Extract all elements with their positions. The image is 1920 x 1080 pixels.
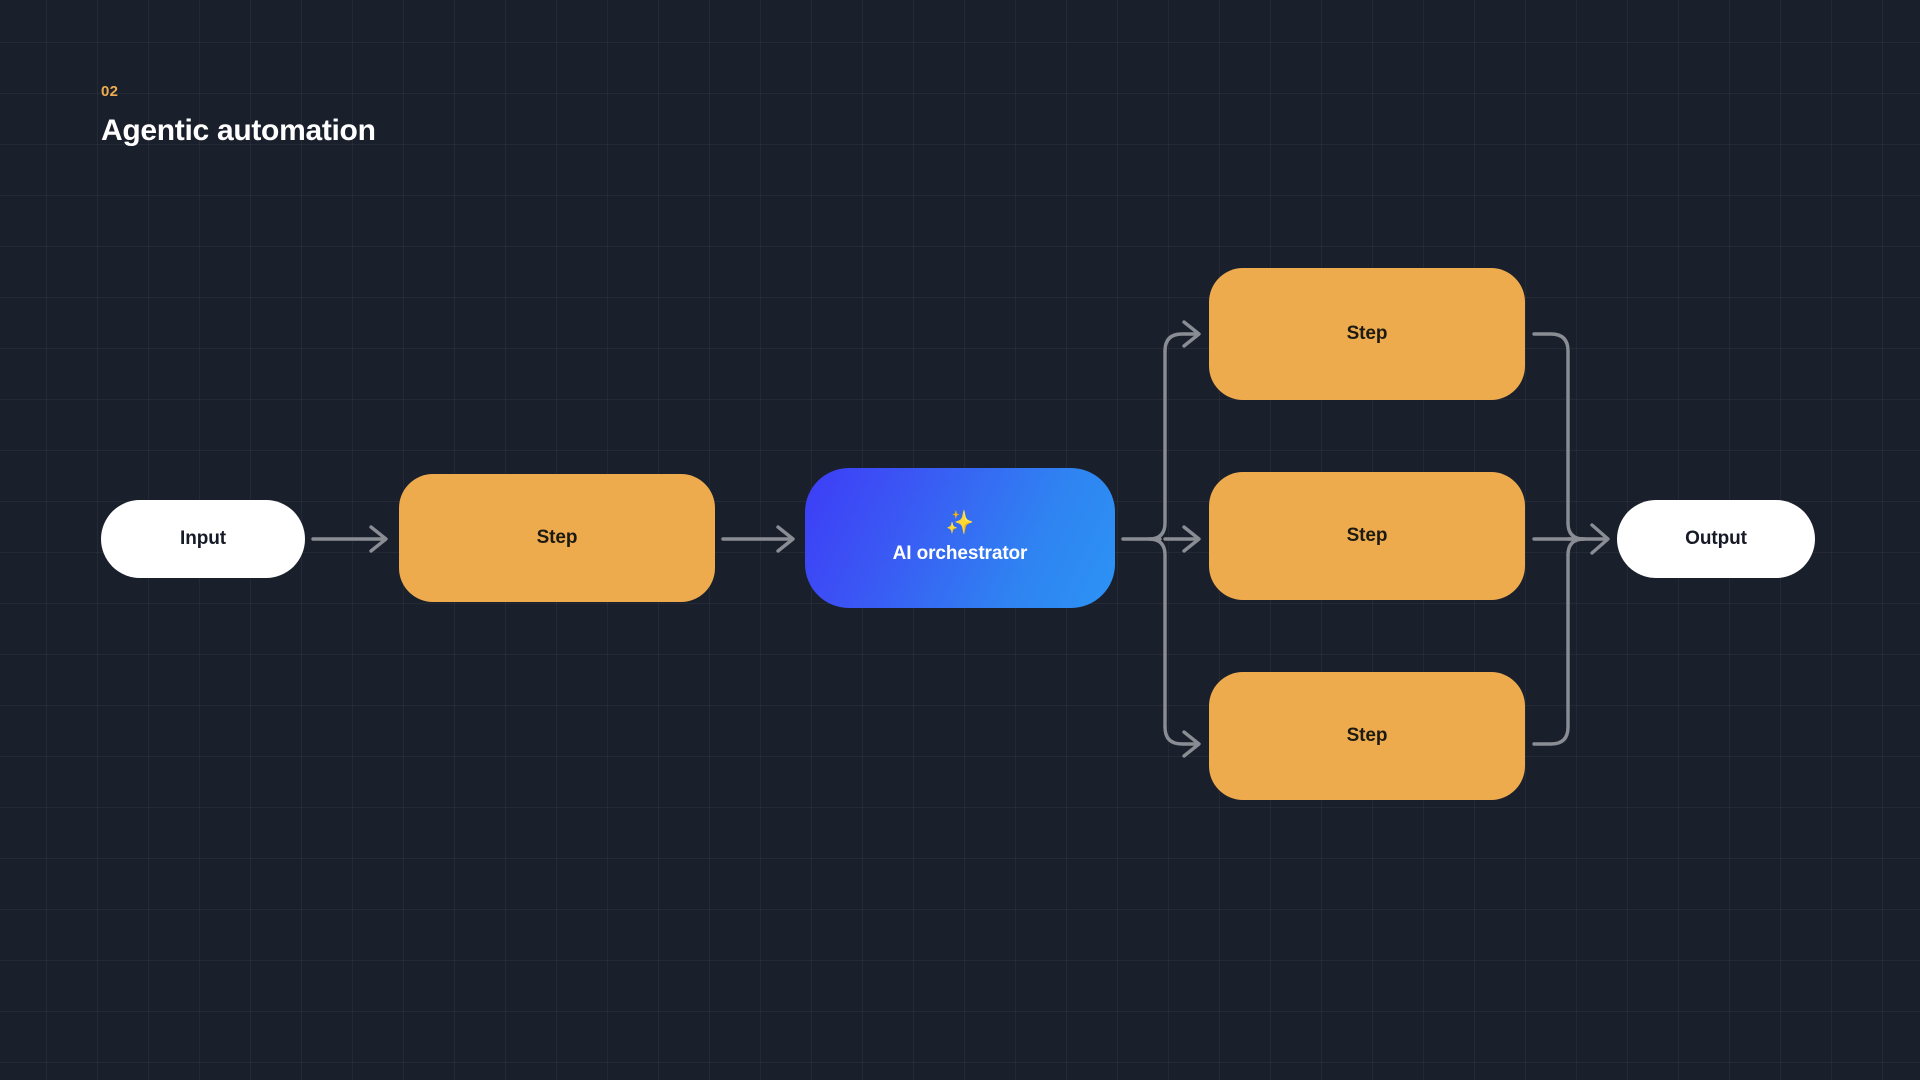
node-step-bottom-label: Step xyxy=(1346,725,1388,746)
node-step-middle[interactable]: Step xyxy=(1209,472,1525,600)
node-input-label: Input xyxy=(180,528,226,549)
node-step-1[interactable]: Step xyxy=(399,474,715,602)
node-step-middle-label: Step xyxy=(1346,525,1388,546)
node-step-1-label: Step xyxy=(536,527,578,548)
edge-step1-to-ai xyxy=(721,525,795,553)
edge-ai-to-step-bot xyxy=(1163,725,1201,758)
edge-merge-trunk xyxy=(1532,332,1586,746)
edge-merge-to-output xyxy=(1566,523,1610,555)
node-output-label: Output xyxy=(1685,528,1747,549)
node-step-top-label: Step xyxy=(1346,323,1388,344)
edge-input-to-step1 xyxy=(311,525,388,553)
node-input[interactable]: Input xyxy=(101,500,305,578)
section-header: 02 Agentic automation xyxy=(101,84,376,147)
page-title: Agentic automation xyxy=(101,114,376,147)
sparkles-icon: ✨ xyxy=(945,509,975,535)
node-output[interactable]: Output xyxy=(1617,500,1815,578)
edge-ai-to-step-top xyxy=(1163,320,1201,353)
section-number: 02 xyxy=(101,83,119,100)
node-ai-orchestrator-label: AI orchestrator xyxy=(892,543,1028,564)
node-ai-orchestrator[interactable]: ✨ AI orchestrator xyxy=(805,468,1115,608)
edge-ai-to-step-mid xyxy=(1163,525,1201,553)
node-step-bottom[interactable]: Step xyxy=(1209,672,1525,800)
node-step-top[interactable]: Step xyxy=(1209,268,1525,400)
edge-ai-fanout-trunk xyxy=(1121,349,1167,729)
